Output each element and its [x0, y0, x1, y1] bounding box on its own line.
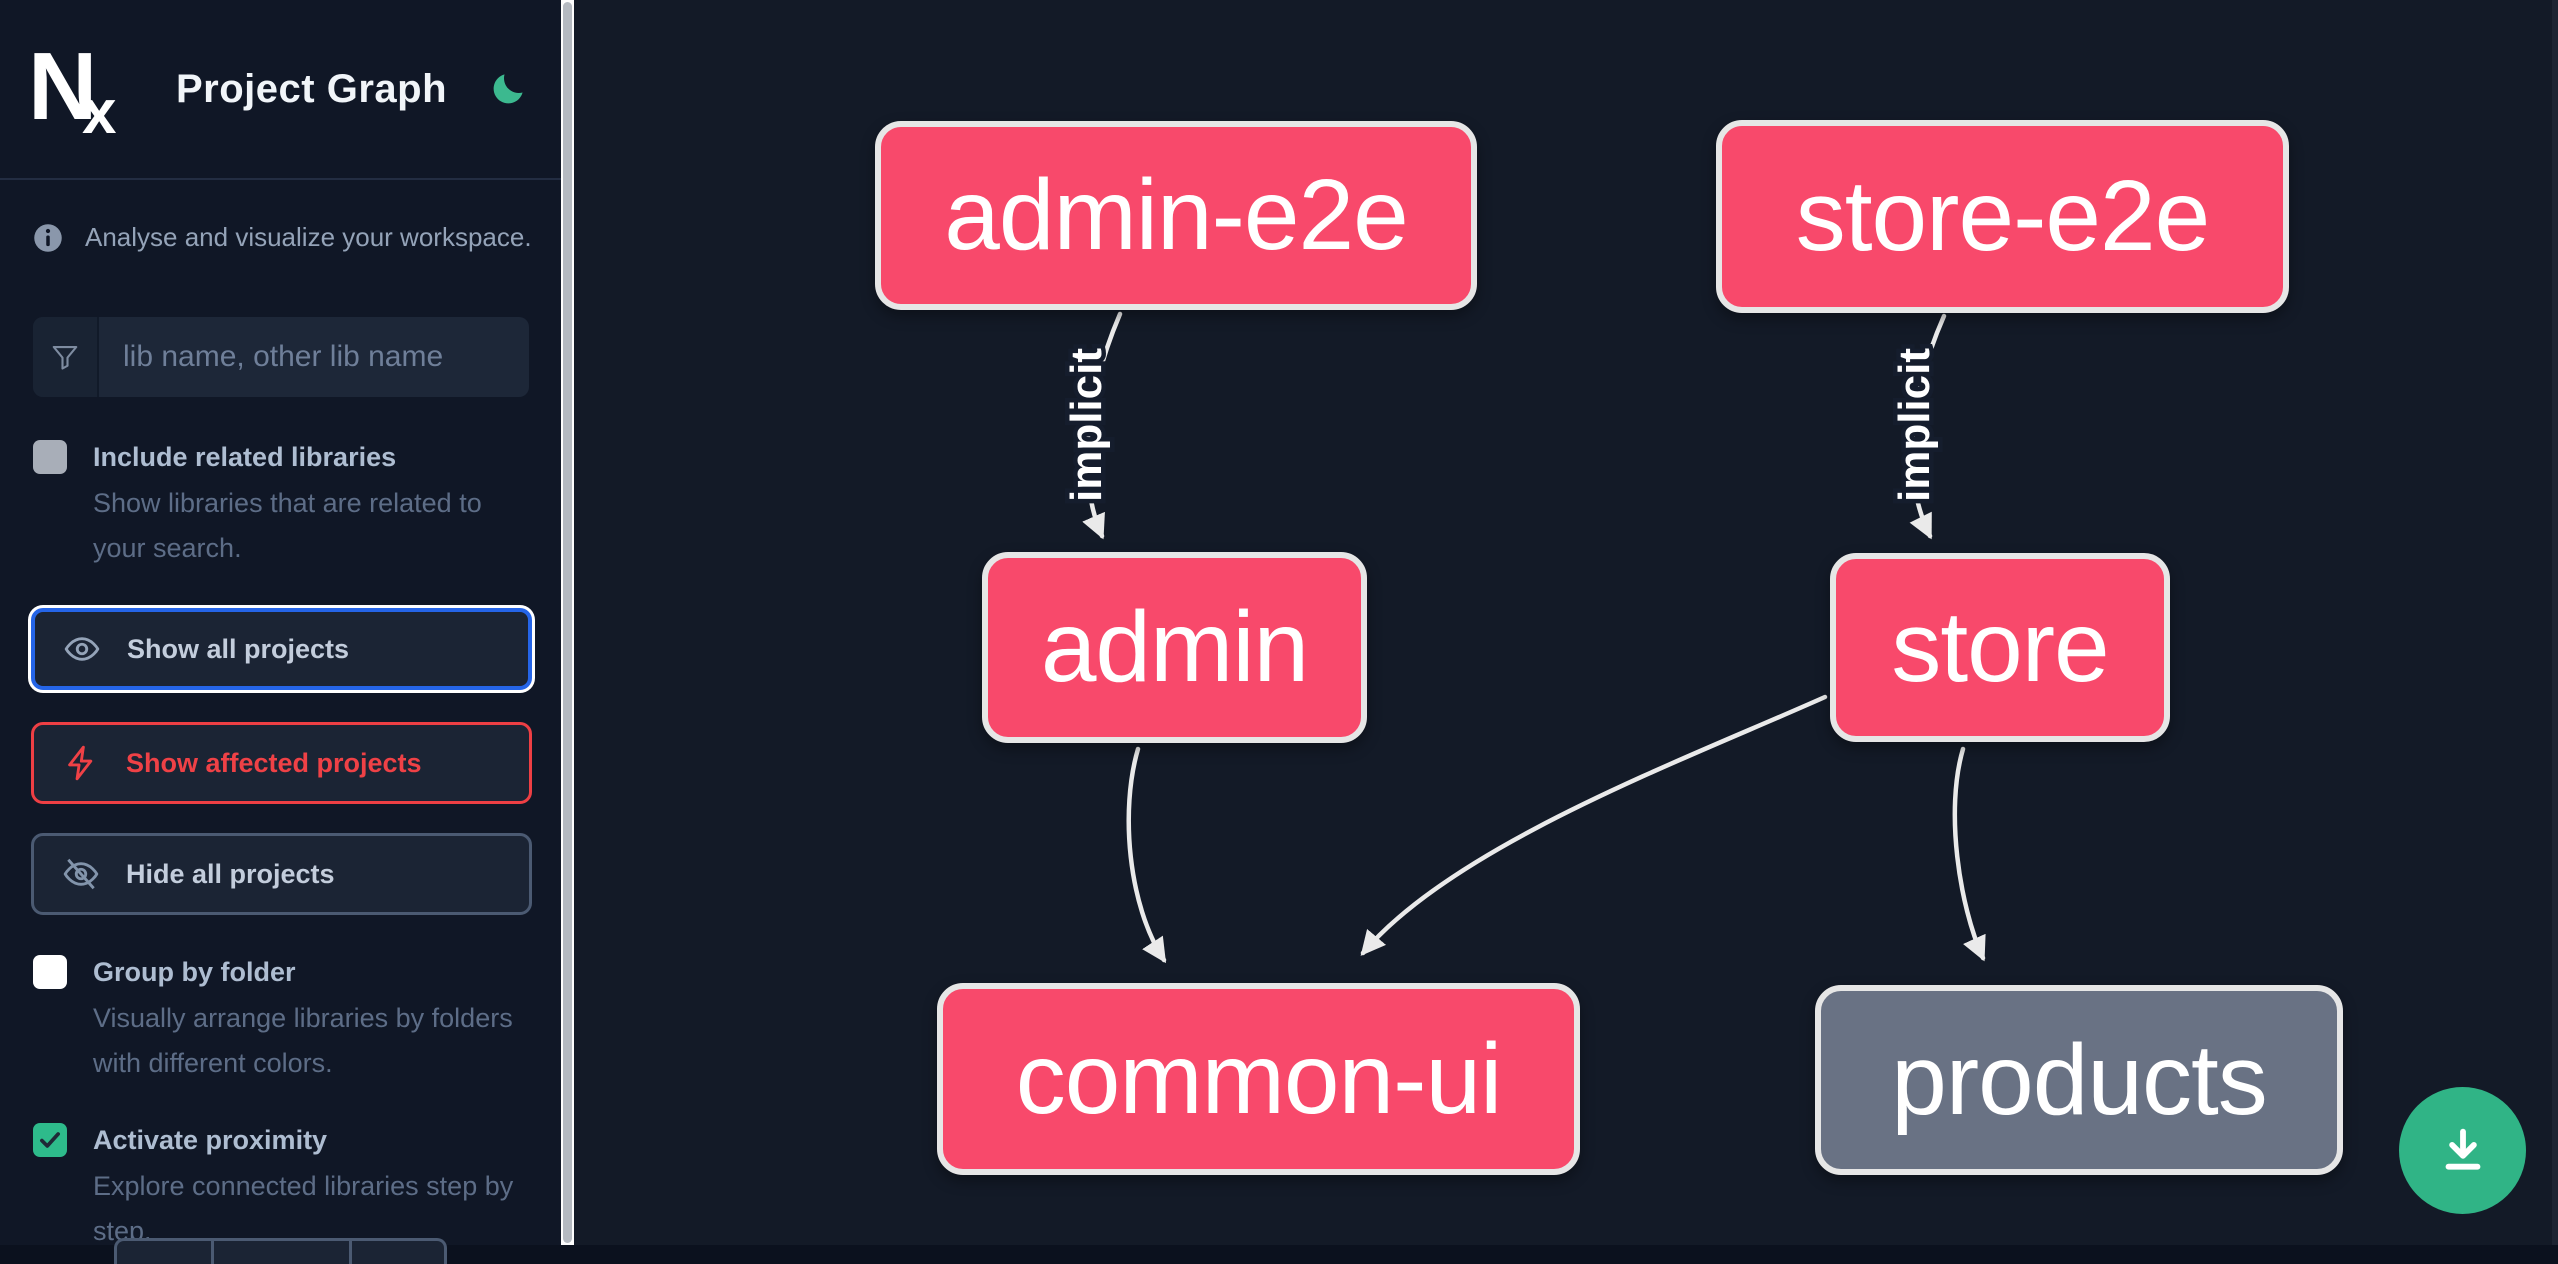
- download-graph-button[interactable]: [2399, 1087, 2526, 1214]
- checkmark-icon: [40, 1132, 60, 1148]
- edge-store-e2e-to-store: [1909, 313, 1947, 540]
- page-scrollbar-track[interactable]: [2552, 0, 2558, 1245]
- nx-logo-icon: N x: [34, 43, 117, 135]
- workspace-tagline-row: Analyse and visualize your workspace.: [33, 222, 532, 253]
- workspace-tagline: Analyse and visualize your workspace.: [85, 222, 532, 252]
- edge-store-to-products: [1952, 746, 1986, 962]
- show-all-projects-button[interactable]: Show all projects: [31, 608, 532, 690]
- svg-text:x: x: [82, 78, 117, 135]
- checkbox-group-by-folder[interactable]: [33, 955, 67, 989]
- checkbox-row-group-by-folder[interactable]: Group by folder Visually arrange librari…: [33, 952, 523, 1086]
- show-all-projects-label: Show all projects: [127, 633, 350, 664]
- graph-node-products[interactable]: products: [1815, 985, 2343, 1175]
- svg-text:N: N: [34, 43, 97, 135]
- checkbox-activate-proximity[interactable]: [33, 1123, 67, 1157]
- graph-node-admin[interactable]: admin: [982, 552, 1367, 743]
- project-graph-canvas[interactable]: implicit implicit admin-e2e store-e2e ad…: [574, 0, 2558, 1245]
- graph-node-common-ui[interactable]: common-ui: [937, 983, 1580, 1175]
- proximity-depth-control-partial[interactable]: [114, 1238, 447, 1264]
- page-title: Project Graph: [175, 66, 447, 111]
- sidebar-scrollbar-thumb[interactable]: [563, 2, 572, 1243]
- graph-edges: implicit implicit: [1058, 311, 1986, 964]
- edge-store-to-common-ui: [1360, 694, 1828, 956]
- edge-admin-e2e-to-admin: [1082, 311, 1123, 540]
- bolt-icon: [68, 745, 93, 781]
- info-icon: [34, 223, 62, 252]
- sidebar: N x Project Graph Analyse and visualize …: [0, 0, 561, 1264]
- eye-icon: [64, 637, 100, 661]
- filter-funnel-icon: [33, 317, 99, 397]
- search-input[interactable]: [99, 317, 529, 397]
- proximity-increment-segment[interactable]: [352, 1238, 447, 1264]
- graph-node-admin-e2e[interactable]: admin-e2e: [875, 121, 1477, 310]
- show-affected-projects-button[interactable]: Show affected projects: [31, 722, 532, 804]
- download-icon: [2445, 1128, 2480, 1170]
- checkbox-description: Visually arrange libraries by folders wi…: [93, 1003, 513, 1078]
- checkbox-include-related[interactable]: [33, 440, 67, 474]
- proximity-decrement-segment[interactable]: [114, 1238, 211, 1264]
- graph-node-store[interactable]: store: [1830, 553, 2170, 742]
- checkbox-label: Activate proximity: [93, 1125, 328, 1155]
- hide-all-projects-button[interactable]: Hide all projects: [31, 833, 532, 915]
- proximity-value-segment[interactable]: [211, 1238, 352, 1264]
- hide-all-projects-label: Hide all projects: [126, 858, 335, 889]
- checkbox-row-include-related[interactable]: Include related libraries Show libraries…: [33, 437, 523, 571]
- sidebar-scrollbar[interactable]: [561, 0, 574, 1245]
- edge-label-implicit: implicit: [1890, 348, 1939, 502]
- checkbox-row-activate-proximity[interactable]: Activate proximity Explore connected lib…: [33, 1120, 523, 1254]
- edge-admin-to-common-ui: [1126, 746, 1167, 964]
- checkbox-label: Include related libraries: [93, 442, 397, 472]
- checkbox-label: Group by folder: [93, 957, 296, 987]
- dark-mode-toggle-moon-icon[interactable]: [489, 70, 527, 108]
- show-affected-projects-label: Show affected projects: [126, 747, 422, 778]
- edge-label-implicit: implicit: [1062, 348, 1111, 502]
- graph-node-store-e2e[interactable]: store-e2e: [1716, 120, 2289, 313]
- checkbox-description: Show libraries that are related to your …: [93, 488, 482, 563]
- eye-off-icon: [63, 858, 99, 890]
- sidebar-header: N x Project Graph: [0, 0, 561, 180]
- search-bar: [33, 317, 529, 397]
